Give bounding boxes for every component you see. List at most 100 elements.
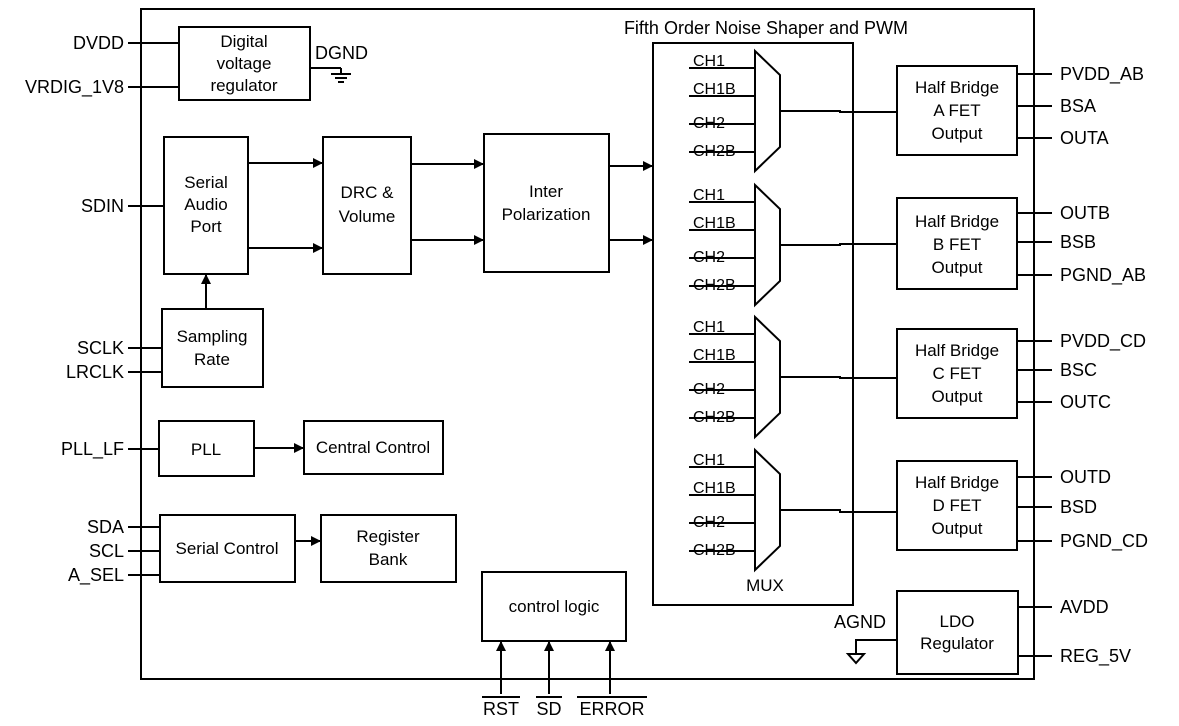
- digital-voltage-regulator: Digital voltage regulator: [178, 26, 311, 101]
- register-bank-block: Register Bank: [320, 514, 457, 583]
- svg-text:regulator: regulator: [210, 76, 277, 95]
- svg-text:Volume: Volume: [339, 207, 396, 226]
- inter-polarization-block: Inter Polarization: [483, 133, 610, 273]
- svg-text:ERROR: ERROR: [579, 699, 644, 719]
- audio-arrows: [248, 158, 653, 253]
- svg-text:LDO: LDO: [940, 612, 975, 631]
- pin-pgnd-cd: PGND_CD: [1060, 531, 1148, 552]
- svg-text:Register: Register: [356, 527, 420, 546]
- noise-shaper-title: Fifth Order Noise Shaper and PWM: [624, 18, 908, 38]
- pin-pvdd-cd: PVDD_CD: [1060, 331, 1146, 352]
- mux-input-label-ch1b: CH1B: [693, 81, 736, 98]
- control-logic-block: control logic: [481, 571, 627, 642]
- pin-outa: OUTA: [1060, 128, 1109, 148]
- mux-input-label-ch2: CH2: [693, 249, 725, 266]
- ldo-regulator-block: LDO Regulator: [896, 590, 1019, 675]
- svg-text:Output: Output: [931, 387, 982, 406]
- pin-reg-5v: REG_5V: [1060, 646, 1131, 667]
- pin-sd: SD: [536, 641, 562, 719]
- svg-text:RST: RST: [483, 699, 519, 719]
- svg-text:Digital: Digital: [220, 32, 267, 51]
- mux-input-label-ch2b: CH2B: [693, 143, 736, 160]
- svg-text:Inter: Inter: [529, 182, 563, 201]
- mux-output-line: [780, 376, 897, 379]
- mux-input-label-ch2b: CH2B: [693, 277, 736, 294]
- svg-text:Port: Port: [190, 217, 221, 236]
- pin-bsd: BSD: [1060, 497, 1097, 517]
- central-control-block: Central Control: [303, 420, 444, 475]
- svg-text:VRDIG_1V8: VRDIG_1V8: [25, 77, 124, 98]
- svg-text:Rate: Rate: [194, 350, 230, 369]
- agnd-label: AGND: [834, 612, 886, 632]
- mux-layer: CH1CH1BCH2CH2BCH1CH1BCH2CH2BCH1CH1BCH2CH…: [689, 48, 897, 573]
- half-bridge-d: Half Bridge D FET Output: [896, 460, 1018, 551]
- svg-text:DRC &: DRC &: [341, 183, 395, 202]
- svg-text:SCL: SCL: [89, 541, 124, 561]
- svg-text:Bank: Bank: [369, 550, 408, 569]
- sampling-rate-block: Sampling Rate: [161, 308, 264, 388]
- mux-trapezoid: [754, 447, 781, 573]
- pin-bsa: BSA: [1060, 96, 1096, 116]
- mux-input-label-ch2b: CH2B: [693, 409, 736, 426]
- svg-text:Sampling: Sampling: [177, 327, 248, 346]
- pins-right-d: OUTD BSD PGND_CD: [1017, 467, 1148, 552]
- svg-text:Half Bridge: Half Bridge: [915, 473, 999, 492]
- pin-a-sel: A_SEL: [68, 565, 160, 586]
- pin-outb: OUTB: [1060, 203, 1110, 223]
- pin-sdin: SDIN: [81, 196, 164, 216]
- half-bridge-a: Half Bridge A FET Output: [896, 65, 1018, 156]
- pin-sclk: SCLK: [77, 338, 162, 358]
- pin-error: ERROR: [577, 641, 647, 719]
- svg-text:Serial Control: Serial Control: [176, 539, 279, 558]
- mux-label: MUX: [746, 576, 784, 595]
- svg-text:Output: Output: [931, 519, 982, 538]
- svg-text:Audio: Audio: [184, 195, 227, 214]
- svg-text:DVDD: DVDD: [73, 33, 124, 53]
- dgnd-symbol: DGND: [310, 43, 368, 83]
- svg-text:LRCLK: LRCLK: [66, 362, 124, 382]
- svg-text:Output: Output: [931, 258, 982, 277]
- pin-pll-lf: PLL_LF: [61, 439, 159, 460]
- mux-trapezoid: [754, 182, 781, 308]
- pin-outd: OUTD: [1060, 467, 1111, 487]
- mux-input-label-ch2b: CH2B: [693, 542, 736, 559]
- serial-audio-port: Serial Audio Port: [163, 136, 249, 275]
- pin-sda: SDA: [87, 517, 160, 537]
- mux-input-label-ch1b: CH1B: [693, 215, 736, 232]
- svg-text:SCLK: SCLK: [77, 338, 124, 358]
- svg-text:B FET: B FET: [933, 235, 981, 254]
- pin-rst: RST: [482, 641, 520, 719]
- svg-text:Polarization: Polarization: [502, 205, 591, 224]
- svg-text:SDIN: SDIN: [81, 196, 124, 216]
- svg-text:Central Control: Central Control: [316, 438, 430, 457]
- mux-output-line: [780, 509, 897, 513]
- half-bridge-b: Half Bridge B FET Output: [896, 197, 1018, 290]
- chip-outline: [140, 8, 1035, 680]
- mux-input-label-ch1: CH1: [693, 452, 725, 469]
- svg-text:Output: Output: [931, 124, 982, 143]
- svg-text:Half Bridge: Half Bridge: [915, 78, 999, 97]
- pin-scl: SCL: [89, 541, 160, 561]
- mux-input-label-ch1: CH1: [693, 53, 725, 70]
- svg-text:PLL: PLL: [191, 440, 221, 459]
- pins-right-ldo: AVDD REG_5V: [1018, 597, 1131, 667]
- svg-text:Half Bridge: Half Bridge: [915, 341, 999, 360]
- pins-right-c: PVDD_CD BSC OUTC: [1017, 331, 1146, 412]
- svg-text:D FET: D FET: [932, 496, 981, 515]
- pin-bsb: BSB: [1060, 232, 1096, 252]
- pll-block: PLL: [158, 420, 255, 477]
- mux-trapezoid: [754, 314, 781, 440]
- pin-dvdd: DVDD: [73, 33, 179, 53]
- mux-trapezoid: [754, 48, 781, 174]
- mux-input-label-ch1b: CH1B: [693, 347, 736, 364]
- svg-text:A FET: A FET: [933, 101, 980, 120]
- pins-right-b: OUTB BSB PGND_AB: [1017, 203, 1146, 286]
- noise-shaper-region: [652, 42, 854, 606]
- half-bridge-c: Half Bridge C FET Output: [896, 328, 1018, 419]
- svg-text:PLL_LF: PLL_LF: [61, 439, 124, 460]
